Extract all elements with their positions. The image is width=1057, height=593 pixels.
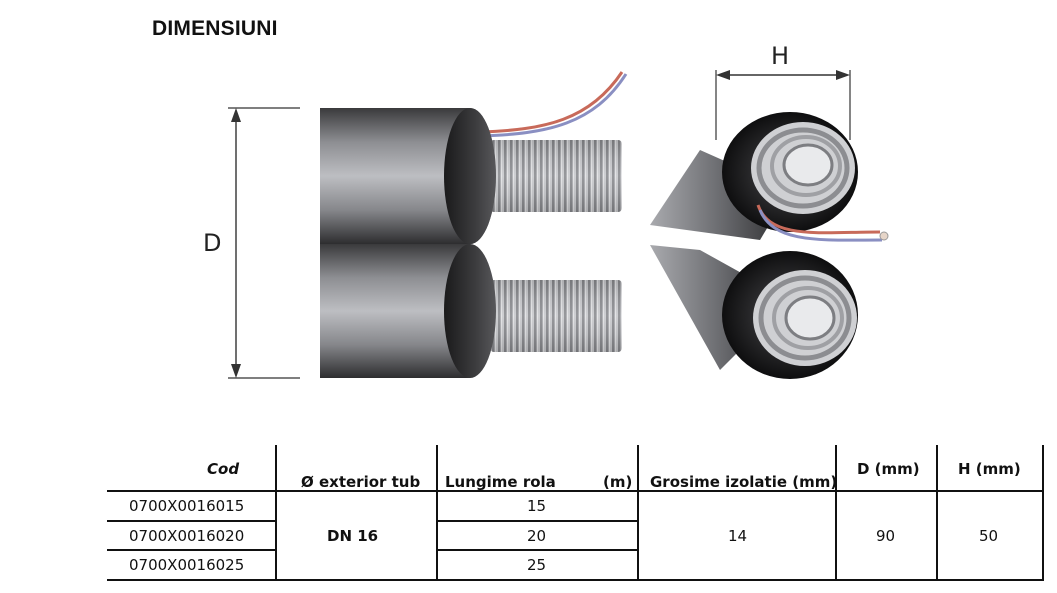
end-view-pipes [650,112,889,379]
dimension-d-label: D [203,229,221,257]
page-title: DIMENSIUNI [152,17,278,40]
header-grosime-izolatie: Grosime izolatie (mm) [650,473,838,491]
row-cod: 0700X0016025 [129,556,245,574]
header-h-mm: H (mm) [958,460,1021,478]
row-lungime: 20 [527,527,547,545]
side-view-pipes [320,71,628,378]
header-cod: Cod [207,460,240,478]
row-cod: 0700X0016020 [129,527,245,545]
header-d-mm: D (mm) [857,460,920,478]
dimension-h-line [715,70,851,140]
dimension-d-line [228,107,300,379]
header-lungime-rola-unit: (m) [603,473,633,491]
pipe-dimension-diagram: D H [203,42,889,379]
row-lungime: 25 [527,556,547,574]
h-mm-value: 50 [979,527,999,545]
grosime-izolatie-value: 14 [728,527,748,545]
row-lungime: 15 [527,497,547,515]
header-lungime-rola: Lungime rola [445,473,556,491]
row-cod: 0700X0016015 [129,497,245,515]
d-mm-value: 90 [876,527,896,545]
header-exterior-tub: Ø exterior tub [301,473,421,491]
spec-table: Cod Ø exterior tub Lungime rola (m) Gros… [107,445,1044,581]
dimension-h-label: H [771,42,789,70]
exterior-tub-value: DN 16 [327,527,379,545]
